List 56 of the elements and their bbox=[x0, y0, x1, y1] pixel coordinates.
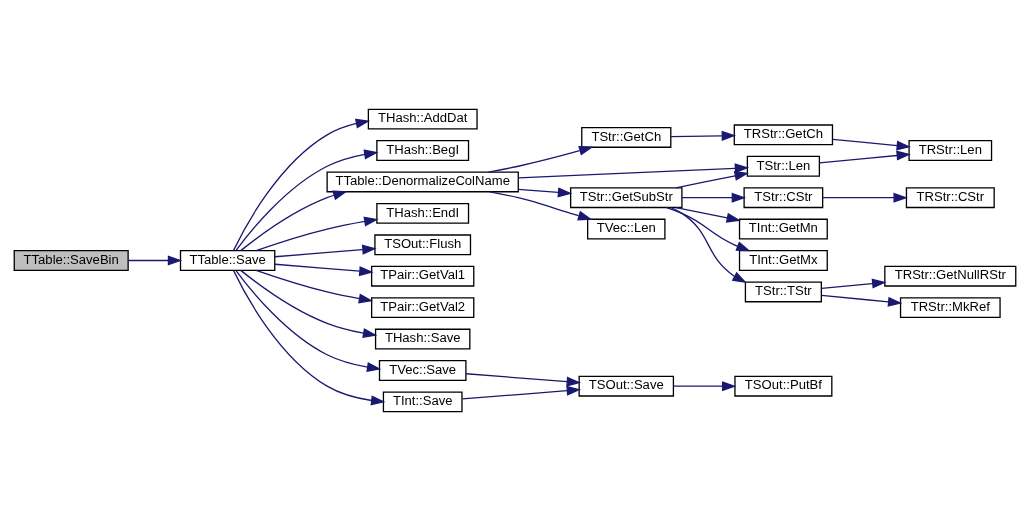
node-box: THash::BegI bbox=[375, 139, 469, 161]
arrow bbox=[487, 145, 593, 173]
arrow bbox=[680, 192, 746, 203]
arrow bbox=[674, 170, 749, 188]
arrow bbox=[273, 263, 374, 276]
arrow bbox=[665, 206, 751, 251]
arrow bbox=[820, 278, 886, 289]
arrow bbox=[127, 254, 182, 266]
node-box: TPair::GetVal1 bbox=[370, 265, 474, 287]
node-box: TTable::SaveBin bbox=[13, 249, 129, 271]
node-box: TStr::CStr bbox=[742, 186, 823, 208]
arrow bbox=[255, 269, 373, 303]
arrow bbox=[674, 206, 741, 223]
arrow bbox=[465, 372, 581, 387]
arrow bbox=[239, 190, 347, 251]
node-box: TVec::Save bbox=[378, 359, 467, 381]
arrow bbox=[672, 380, 736, 391]
node-box: THash::EndI bbox=[375, 202, 469, 224]
node-box: TVec::Len bbox=[586, 218, 666, 240]
node-box: THash::Save bbox=[374, 328, 470, 350]
arrow bbox=[239, 269, 377, 338]
arrow bbox=[517, 186, 572, 197]
node-box: TPair::GetVal2 bbox=[370, 296, 474, 318]
node-box: THash::AddDat bbox=[367, 108, 478, 130]
arrow bbox=[669, 206, 747, 283]
node-box: TTable::DenormalizeColName bbox=[325, 170, 519, 192]
arrow bbox=[232, 269, 385, 405]
node-box: TInt::Save bbox=[382, 390, 463, 412]
arrow bbox=[820, 294, 902, 307]
arrow bbox=[821, 192, 908, 203]
node-box: TRStr::GetCh bbox=[733, 123, 833, 145]
node-box: TSOut::PutBf bbox=[733, 375, 832, 397]
node-box: TSOut::Save bbox=[578, 375, 674, 397]
arrow bbox=[255, 216, 378, 251]
arrow bbox=[818, 150, 911, 164]
node-box: TInt::GetMx bbox=[738, 249, 828, 271]
arrow bbox=[669, 130, 736, 141]
node-box: TRStr::CStr bbox=[905, 186, 995, 208]
arrow bbox=[461, 385, 581, 400]
arrow bbox=[235, 148, 378, 251]
arrow bbox=[273, 244, 377, 257]
arrow bbox=[517, 162, 749, 178]
node-box: TTable::Save bbox=[179, 249, 275, 271]
node-box: TInt::GetMn bbox=[738, 218, 828, 240]
node-box: TStr::Len bbox=[746, 155, 820, 177]
arrow bbox=[235, 269, 381, 372]
node-box: TStr::GetCh bbox=[580, 126, 671, 148]
node-box: TSOut::Flush bbox=[373, 233, 471, 255]
node-box: TStr::TStr bbox=[744, 280, 822, 302]
node-box: TRStr::GetNullRStr bbox=[883, 265, 1016, 287]
node-box: TRStr::MkRef bbox=[899, 296, 1001, 318]
arrow bbox=[488, 190, 592, 221]
node-box: TStr::GetSubStr bbox=[569, 186, 683, 208]
arrow bbox=[831, 138, 911, 151]
arrow bbox=[232, 118, 370, 251]
node-box: TRStr::Len bbox=[907, 139, 992, 161]
